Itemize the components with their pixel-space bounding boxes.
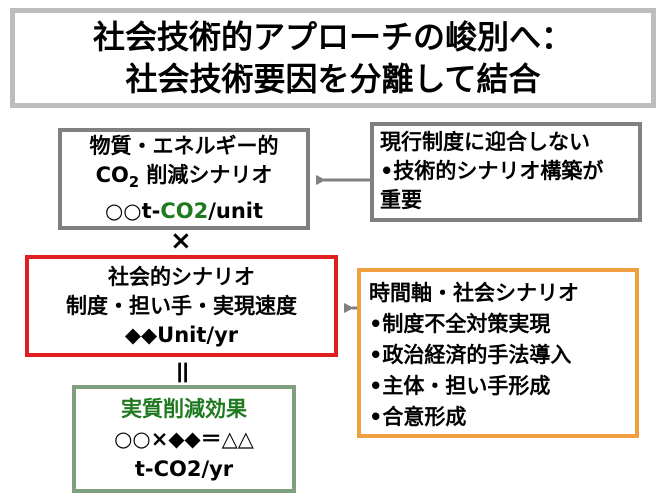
title-line-1: 社会技術的アプローチの峻別へ： [92, 18, 573, 56]
time-item: •制度不全対策実現 [369, 312, 551, 336]
material-scenario-box: 物質・エネルギー的 CO2 削減シナリオ ○○t-CO2/unit [58, 128, 310, 230]
social-line-3: ◆◆Unit/yr [124, 322, 239, 347]
times-operator: × [170, 226, 192, 256]
effect-line-2: ○○×◆◆＝△△ [114, 427, 254, 451]
title-line-2: 社会技術要因を分離して結合 [125, 60, 541, 98]
current-line-1: 現行制度に迎合しない [380, 130, 590, 154]
unit-suffix: /unit [208, 199, 264, 224]
current-line-3: 重要 [380, 188, 422, 212]
reduction-scenario-text: 削減シナリオ [139, 162, 273, 187]
title-box: 社会技術的アプローチの峻別へ： 社会技術要因を分離して結合 [10, 8, 656, 108]
unit-prefix: ○○t- [104, 199, 161, 224]
material-line-1: 物質・エネルギー的 [89, 133, 279, 158]
material-line-3: ○○t-CO2/unit [105, 197, 263, 226]
current-system-box: 現行制度に迎合しない •技術的シナリオ構築が 重要 [370, 122, 642, 222]
social-line-2: 制度・担い手・実現速度 [66, 293, 297, 318]
time-line-1: 時間軸・社会シナリオ [369, 281, 579, 305]
effect-box: 実質削減効果 ○○×◆◆＝△△ t-CO2/yr [72, 385, 296, 493]
social-line-1: 社会的シナリオ [108, 264, 255, 289]
time-item: •主体・担い手形成 [369, 374, 551, 398]
co-text: CO [95, 162, 129, 187]
current-line-2: •技術的シナリオ構築が [380, 159, 604, 183]
effect-line-3: t-CO2/yr [134, 457, 234, 481]
effect-line-1: 実質削減効果 [121, 397, 247, 421]
time-item: •合意形成 [369, 405, 467, 429]
co2-highlight: CO2 [160, 199, 209, 224]
social-scenario-box: 社会的シナリオ 制度・担い手・実現速度 ◆◆Unit/yr [25, 255, 338, 357]
material-line-2: CO2 削減シナリオ [96, 161, 273, 197]
co2-subscript: 2 [128, 174, 140, 192]
time-item: •政治経済的手法導入 [369, 343, 572, 367]
time-axis-box: 時間軸・社会シナリオ •制度不全対策実現 •政治経済的手法導入 •主体・担い手形… [357, 268, 639, 438]
